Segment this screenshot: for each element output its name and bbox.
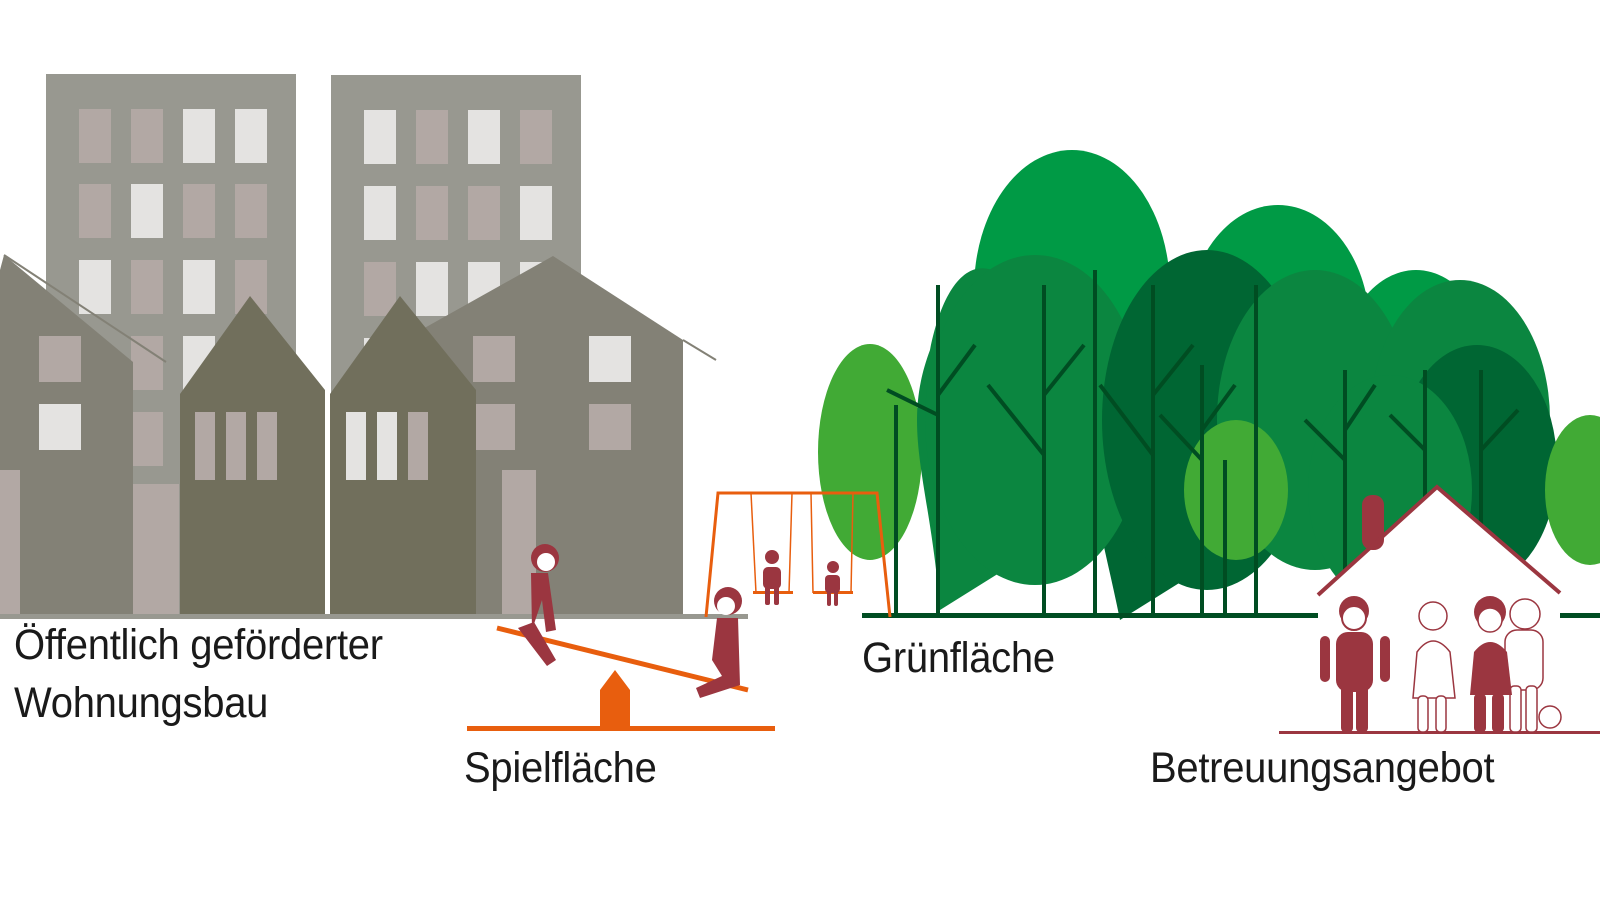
child-figure-icon: [1320, 596, 1390, 732]
house-icon: [412, 256, 717, 614]
child-figure-icon: [763, 550, 781, 605]
child-figure-icon: [1470, 596, 1512, 732]
child-figure-icon: [696, 587, 742, 698]
green-area-label: Grünfläche: [862, 634, 1055, 682]
narrow-house-icon: [180, 296, 325, 614]
child-figure-icon: [518, 544, 559, 666]
housing-label-line2: Wohnungsbau: [14, 679, 269, 727]
child-figure-icon: [1412, 601, 1456, 733]
housing-label-line1: Öffentlich geförderter: [14, 621, 383, 669]
swing-set-icon: [704, 491, 892, 618]
ball-icon: [1538, 705, 1562, 729]
play-area-group: [467, 491, 892, 731]
child-figure-icon: [825, 561, 840, 606]
housing-group: [0, 74, 748, 619]
care-offer-group: [1279, 484, 1600, 735]
care-offer-label: Betreuungsangebot: [1150, 744, 1495, 792]
seesaw-icon: [467, 544, 775, 731]
play-area-label: Spielfläche: [464, 744, 657, 792]
house-icon: [0, 254, 179, 614]
narrow-house-icon: [330, 296, 476, 614]
